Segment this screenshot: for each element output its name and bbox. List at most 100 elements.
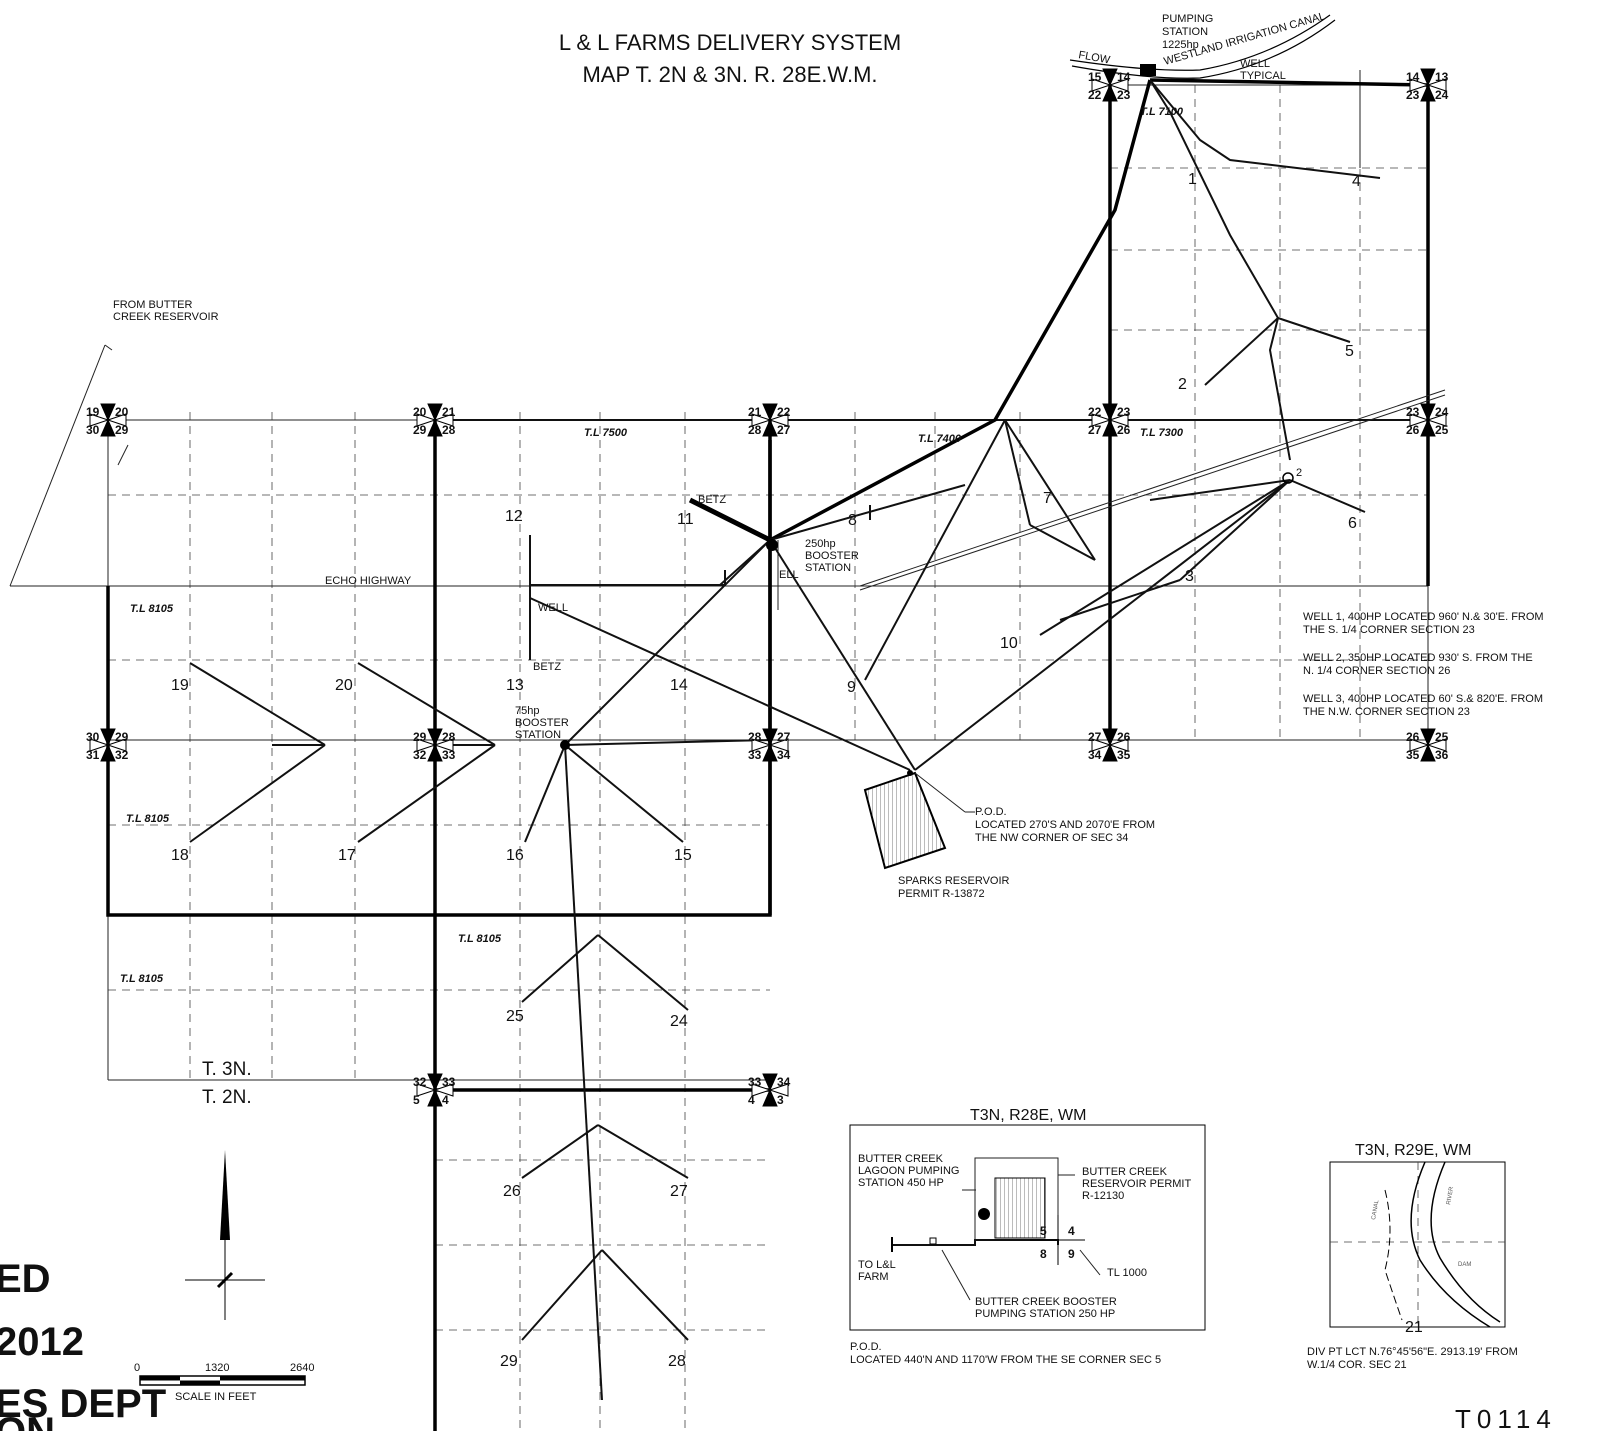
township-3n-label: T. 3N. bbox=[202, 1059, 252, 1080]
received-stamp: ED 2012 ES DEPT ON bbox=[0, 1257, 166, 1431]
svg-text:PUMPING STATION 250 HP: PUMPING STATION 250 HP bbox=[975, 1308, 1115, 1320]
svg-text:THE NW CORNER OF SEC 34: THE NW CORNER OF SEC 34 bbox=[975, 832, 1128, 844]
svg-text:P.O.D.: P.O.D. bbox=[975, 806, 1007, 818]
section-number: 15 bbox=[1088, 70, 1102, 84]
svg-text:DIV PT LCT N.76°45'56"E. 2: DIV PT LCT N.76°45'56"E. 2913.19' FROM bbox=[1307, 1346, 1518, 1358]
svg-text:4: 4 bbox=[1068, 1224, 1075, 1238]
section-number: 26 bbox=[1406, 423, 1420, 437]
svg-text:T3N, R29E, WM: T3N, R29E, WM bbox=[1355, 1142, 1471, 1159]
svg-text:12: 12 bbox=[505, 508, 523, 525]
section-number: 21 bbox=[442, 405, 456, 419]
section-number: 33 bbox=[442, 1075, 456, 1089]
svg-text:2: 2 bbox=[1296, 467, 1302, 479]
svg-text:WELL 2, 350HP LOCATED 930': WELL 2, 350HP LOCATED 930' S. FROM THE bbox=[1303, 652, 1533, 664]
svg-text:ED: ED bbox=[0, 1257, 51, 1301]
section-number: 26 bbox=[1117, 423, 1131, 437]
tl-labels: T.L 7500 T.L 7400 T.L 7300 T.L 7100 T.L … bbox=[120, 106, 1184, 985]
section-number: 33 bbox=[748, 748, 762, 762]
pumping-station-icon bbox=[1140, 64, 1156, 76]
from-butter-creek-label: FROM BUTTER CREEK RESERVOIR bbox=[113, 299, 219, 323]
svg-text:28: 28 bbox=[668, 1353, 686, 1370]
svg-text:T.L 7300: T.L 7300 bbox=[1140, 427, 1184, 439]
svg-text:WELL: WELL bbox=[1240, 58, 1270, 70]
map-title-line1: L & L FARMS DELIVERY SYSTEM bbox=[559, 30, 901, 55]
section-number: 4 bbox=[748, 1093, 755, 1107]
svg-text:7: 7 bbox=[1043, 490, 1052, 507]
svg-text:T.L 8105: T.L 8105 bbox=[120, 973, 164, 985]
svg-text:CANAL: CANAL bbox=[1371, 1199, 1380, 1220]
section-number: 27 bbox=[777, 423, 791, 437]
svg-text:RIVER: RIVER bbox=[1446, 1186, 1455, 1206]
section-number: 36 bbox=[1435, 748, 1449, 762]
section-number: 23 bbox=[1406, 88, 1420, 102]
section-number: 31 bbox=[86, 748, 100, 762]
svg-text:ES DEPT: ES DEPT bbox=[0, 1382, 166, 1426]
svg-text:19: 19 bbox=[171, 677, 189, 694]
pod-label: P.O.D. LOCATED 270'S AND 2070'E FROM THE… bbox=[975, 806, 1155, 844]
section-number: 19 bbox=[86, 405, 100, 419]
echo-highway-label: ECHO HIGHWAY bbox=[325, 575, 412, 587]
section-number: 29 bbox=[413, 423, 427, 437]
svg-text:17: 17 bbox=[338, 847, 356, 864]
svg-text:RESERVOIR PERMIT: RESERVOIR PERMIT bbox=[1082, 1178, 1191, 1190]
svg-text:T.L 8105: T.L 8105 bbox=[130, 603, 174, 615]
sparks-reservoir bbox=[863, 771, 947, 870]
svg-text:29: 29 bbox=[500, 1353, 518, 1370]
section-number: 13 bbox=[1435, 70, 1449, 84]
section-number: 35 bbox=[1117, 748, 1131, 762]
svg-text:STATION: STATION bbox=[1162, 26, 1208, 38]
section-number: 20 bbox=[413, 405, 427, 419]
svg-text:THE N.W. CORNER SECTION 23: THE N.W. CORNER SECTION 23 bbox=[1303, 706, 1470, 718]
booster-station-250-icon bbox=[766, 539, 778, 551]
svg-text:20: 20 bbox=[335, 677, 353, 694]
svg-text:4: 4 bbox=[1352, 173, 1361, 190]
section-corner-marker: 14 13 23 24 bbox=[1406, 68, 1449, 102]
section-number: 14 bbox=[1117, 70, 1131, 84]
north-arrow-icon bbox=[185, 1150, 265, 1320]
svg-text:5: 5 bbox=[1345, 343, 1354, 360]
section-number: 32 bbox=[413, 1075, 427, 1089]
section-number: 30 bbox=[86, 423, 100, 437]
svg-text:8: 8 bbox=[1040, 1247, 1047, 1261]
section-number: 27 bbox=[1088, 730, 1102, 744]
section-number: 28 bbox=[442, 730, 456, 744]
svg-text:T.L 7100: T.L 7100 bbox=[1140, 106, 1184, 118]
svg-text:T3N, R28E, WM: T3N, R28E, WM bbox=[970, 1107, 1086, 1124]
section-number: 25 bbox=[1435, 730, 1449, 744]
svg-text:0: 0 bbox=[134, 1362, 140, 1374]
section-number: 27 bbox=[1088, 423, 1102, 437]
lateral-pipes bbox=[189, 79, 1446, 1341]
section-number: 14 bbox=[1406, 70, 1420, 84]
pod-point-icon bbox=[907, 770, 913, 776]
svg-text:16: 16 bbox=[506, 847, 524, 864]
section-number: 21 bbox=[748, 405, 762, 419]
scale-bar: 0 1320 2640 SCALE IN FEET bbox=[134, 1362, 314, 1403]
svg-text:W.1/4 COR. SEC 21: W.1/4 COR. SEC 21 bbox=[1307, 1359, 1407, 1371]
section-number: 3 bbox=[777, 1093, 784, 1107]
svg-text:WELL 3, 400HP LOCATED 60': WELL 3, 400HP LOCATED 60' S.& 820'E. FRO… bbox=[1303, 693, 1543, 705]
svg-text:11: 11 bbox=[677, 511, 694, 528]
section-number: 23 bbox=[1117, 405, 1131, 419]
well-marker-icon bbox=[1282, 472, 1294, 484]
section-number: 29 bbox=[115, 730, 129, 744]
section-number: 29 bbox=[115, 423, 129, 437]
svg-text:FARM: FARM bbox=[858, 1271, 889, 1283]
svg-text:T.L 8105: T.L 8105 bbox=[458, 933, 502, 945]
svg-text:TO L&L: TO L&L bbox=[858, 1259, 896, 1271]
svg-text:3: 3 bbox=[1185, 568, 1194, 585]
section-number: 34 bbox=[777, 748, 791, 762]
svg-text:LAGOON PUMPING: LAGOON PUMPING bbox=[858, 1165, 959, 1177]
svg-text:5: 5 bbox=[1040, 1224, 1047, 1238]
main-pipelines bbox=[106, 78, 1430, 1431]
svg-text:14: 14 bbox=[670, 677, 688, 694]
svg-text:ON: ON bbox=[0, 1410, 55, 1431]
section-number: 24 bbox=[1435, 88, 1449, 102]
svg-text:SPARKS RESERVOIR: SPARKS RESERVOIR bbox=[898, 875, 1010, 887]
